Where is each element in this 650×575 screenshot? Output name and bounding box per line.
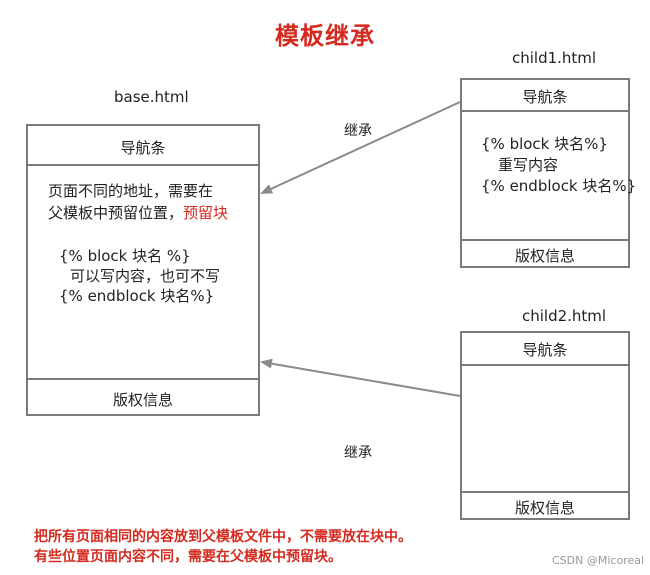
base-nav-divider [26,164,260,166]
diagram-title: 模板继承 [275,22,375,50]
upper-inherit-arrow [260,101,461,194]
child2-nav-bar: 导航条 [522,341,568,359]
base-code-line2: 可以写内容，也可不写 [70,267,221,285]
base-desc-line2-prefix: 父模板中预留位置， [48,204,184,222]
child1-code-line2: 重写内容 [498,156,559,174]
base-code-line3: {% endblock 块名%} [59,287,215,305]
child2-template-box [460,331,630,520]
child1-footer-divider [460,239,630,241]
base-nav-bar: 导航条 [120,139,166,157]
child1-footer: 版权信息 [514,247,575,265]
base-file-label: base.html [114,88,189,106]
base-footer: 版权信息 [112,391,173,409]
note-line1: 把所有页面相同的内容放到父模板文件中，不需要放在块中。 [34,529,412,545]
child1-template-box [460,78,630,268]
upper-inherit-label: 继承 [344,123,372,139]
child2-footer: 版权信息 [514,499,575,517]
child1-nav-divider [460,110,630,112]
base-code-line1: {% block 块名 %} [59,247,191,265]
note-line2: 有些位置页面内容不同，需要在父模板中预留块。 [34,549,342,565]
child1-nav-bar: 导航条 [522,88,568,106]
base-template-box [26,124,260,416]
base-footer-divider [26,378,260,380]
child1-file-label: child1.html [512,49,597,67]
lower-inherit-label: 继承 [344,445,372,461]
child1-code-line1: {% block 块名%} [481,135,608,153]
child1-code-line3: {% endblock 块名%} [481,177,637,195]
base-reserved-block-highlight: 预留块 [183,204,229,222]
base-desc-line2: 父模板中预留位置，预留块 [48,203,228,223]
child2-nav-divider [460,364,630,366]
child2-footer-divider [460,491,630,493]
lower-inherit-arrow [260,358,461,397]
child2-file-label: child2.html [522,307,607,325]
watermark: CSDN @Micoreal [552,554,645,567]
base-desc-line1: 页面不同的地址，需要在 [48,182,214,200]
